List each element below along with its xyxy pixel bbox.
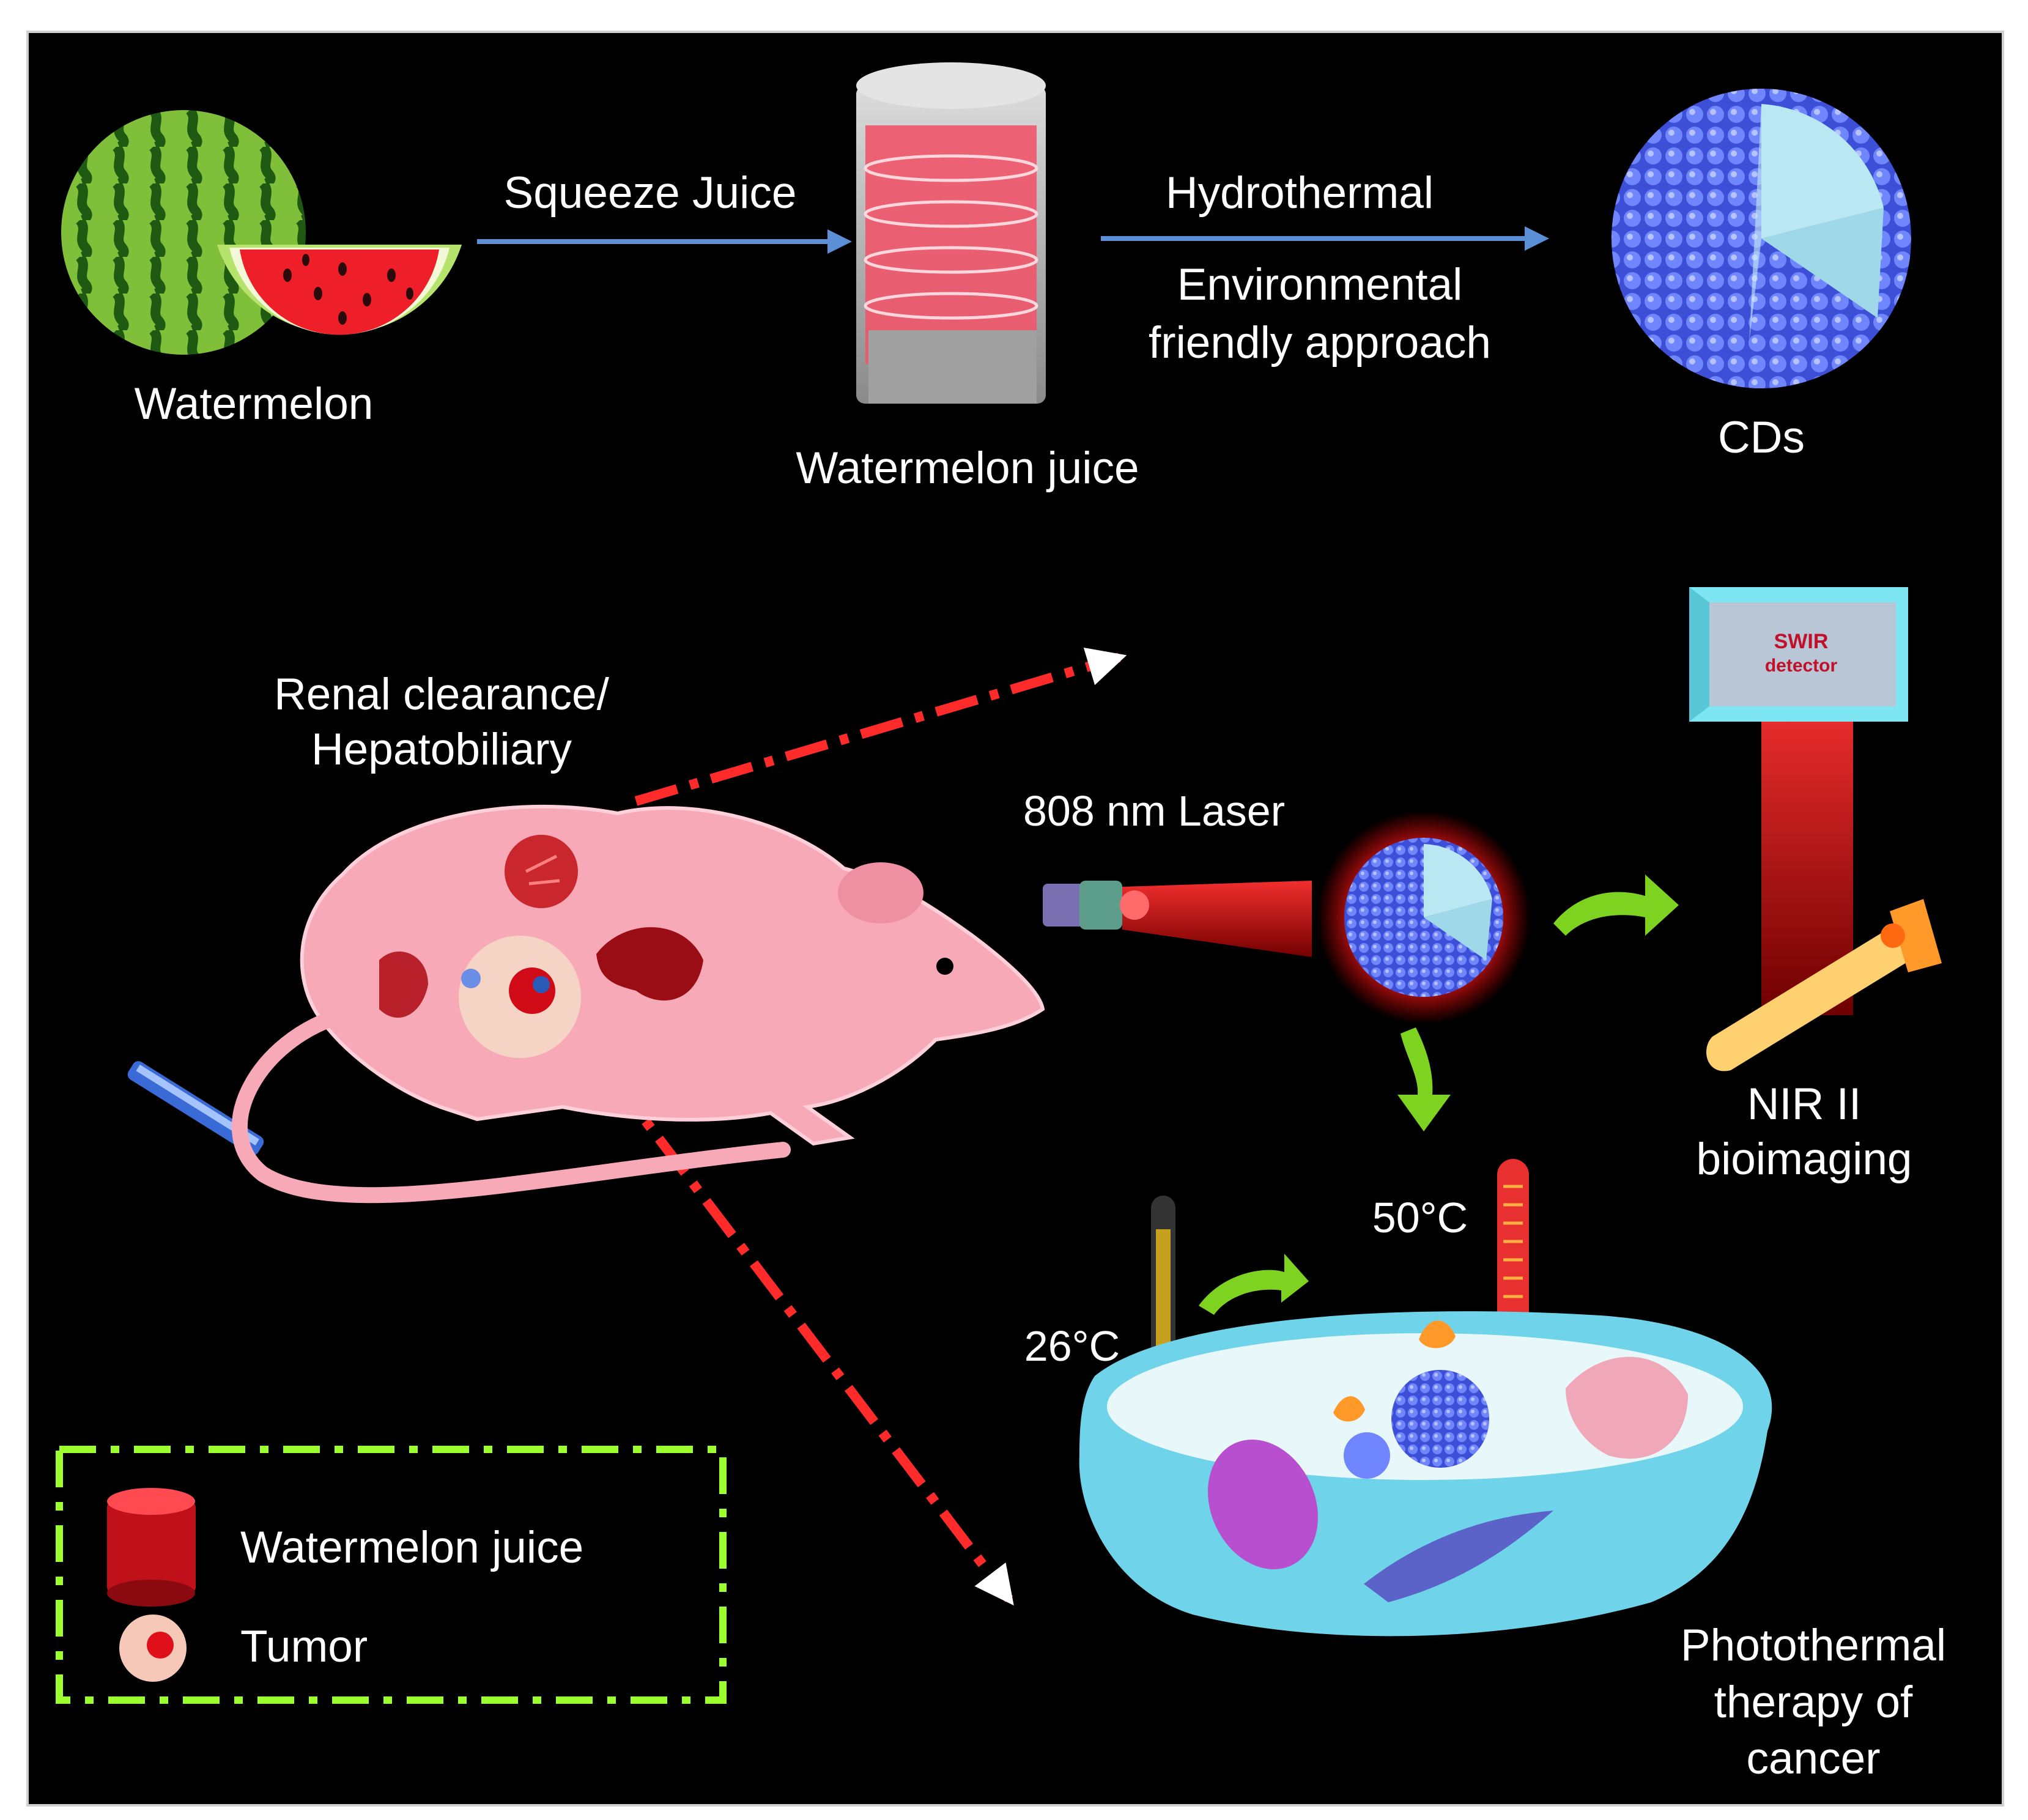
green-arrow-right <box>1553 875 1679 936</box>
legend: Watermelon juice Tumor <box>56 1446 727 1704</box>
cds-label: CDs <box>1718 413 1805 462</box>
glowing-tube-illustration <box>1706 899 1942 1071</box>
legend-item-juice-label: Watermelon juice <box>240 1523 583 1572</box>
nir-ii-label: NIR II <box>1747 1079 1862 1129</box>
legend-border <box>56 1446 727 1704</box>
legend-item-tumor-label: Tumor <box>240 1622 368 1671</box>
watermelon-label: Watermelon <box>135 379 374 429</box>
therapy-of-label: therapy of <box>1714 1678 1913 1727</box>
renal-clearance-label: Renal clearance/ <box>274 670 610 719</box>
tumor-cell-icon <box>119 1615 187 1682</box>
photothermal-label: Photothermal <box>1681 1621 1946 1670</box>
watermelon-illustration <box>61 110 462 355</box>
cancer-label: cancer <box>1746 1734 1880 1783</box>
watermelon-juice-label: Watermelon juice <box>796 443 1139 493</box>
temp-26-label: 26°C <box>1024 1322 1120 1370</box>
hepatobiliary-label: Hepatobiliary <box>311 725 572 774</box>
juice-cylinder-illustration <box>856 62 1046 404</box>
detector-text: detector <box>1765 656 1838 676</box>
carbon-dot-sphere <box>1612 89 1911 388</box>
green-arrow-heat <box>1199 1254 1309 1315</box>
squeeze-juice-label: Squeeze Juice <box>504 168 797 218</box>
swir-detector-illustration: SWIR detector <box>1689 587 1908 1015</box>
bioimaging-label: bioimaging <box>1696 1134 1912 1184</box>
syringe-illustration <box>127 1061 264 1155</box>
juice-cylinder-icon <box>107 1488 196 1607</box>
irradiated-cd-sphere <box>1317 810 1531 1024</box>
cancer-cell-illustration <box>1079 1311 1772 1637</box>
swir-text: SWIR <box>1774 630 1829 653</box>
laser-label: 808 nm Laser <box>1023 787 1285 835</box>
friendly-approach-label: friendly approach <box>1149 318 1491 368</box>
green-arrow-down <box>1397 1027 1451 1131</box>
temp-50-label: 50°C <box>1372 1194 1468 1241</box>
mouse-illustration <box>231 804 1045 1204</box>
hydrothermal-label: Hydrothermal <box>1166 168 1434 218</box>
laser-device-illustration <box>1043 881 1312 957</box>
clearance-arrow-upper <box>634 647 1127 806</box>
environmental-label: Environmental <box>1177 260 1463 309</box>
